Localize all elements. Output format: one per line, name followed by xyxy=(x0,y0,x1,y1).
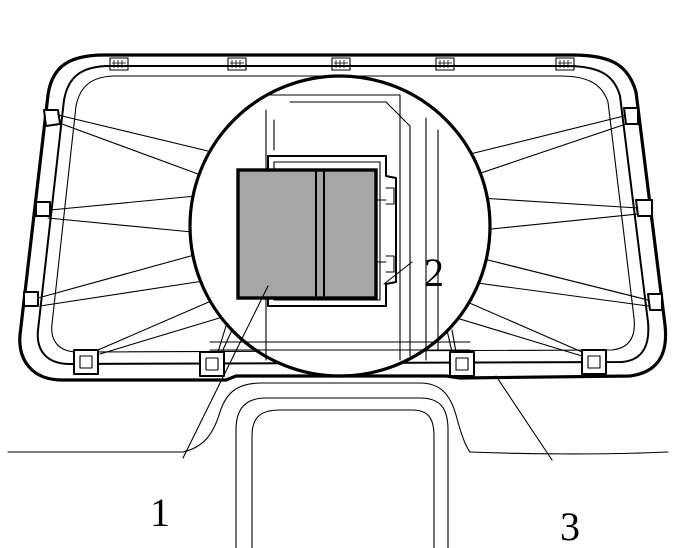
filter-pad xyxy=(236,168,378,300)
leader-line-2 xyxy=(383,261,413,285)
leader-lines xyxy=(182,261,553,461)
bottom-clips xyxy=(73,349,607,377)
callout-label-3: 3 xyxy=(560,504,580,548)
callout-label-2: 2 xyxy=(424,250,444,295)
callout-label-1: 1 xyxy=(150,490,170,535)
leader-line-3 xyxy=(495,375,553,461)
leader-line-1 xyxy=(182,285,269,459)
filter-rect xyxy=(236,168,378,300)
top-tabs xyxy=(109,57,575,71)
ribs-left xyxy=(37,114,233,355)
device-body xyxy=(7,382,669,548)
ribs-right xyxy=(445,115,649,357)
side-clips xyxy=(23,107,663,311)
